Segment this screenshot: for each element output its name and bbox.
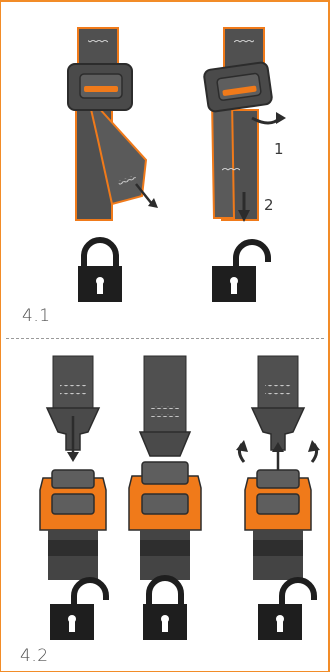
callout-1: 1: [274, 140, 284, 158]
padlock-open-icon: [212, 239, 271, 302]
step-label-4-1: 4.1: [22, 306, 51, 326]
top-rule: [0, 0, 330, 2]
callout-2: 2: [264, 196, 274, 214]
strap-buckle-release-illustration: [203, 27, 286, 222]
step-label-4-2: 4.2: [20, 646, 49, 666]
padlock-closed-icon: [143, 575, 187, 640]
buckle-connected-illustration: [128, 355, 202, 580]
buckle-release-illustration: [236, 355, 320, 580]
strap-buckle-closed-illustration: [67, 27, 158, 221]
padlock-open-icon: [258, 577, 317, 640]
padlock-closed-icon: [78, 237, 122, 302]
buckle-connect-illustration: [39, 355, 107, 580]
padlock-open-icon: [50, 577, 109, 640]
section-divider: [6, 338, 324, 339]
